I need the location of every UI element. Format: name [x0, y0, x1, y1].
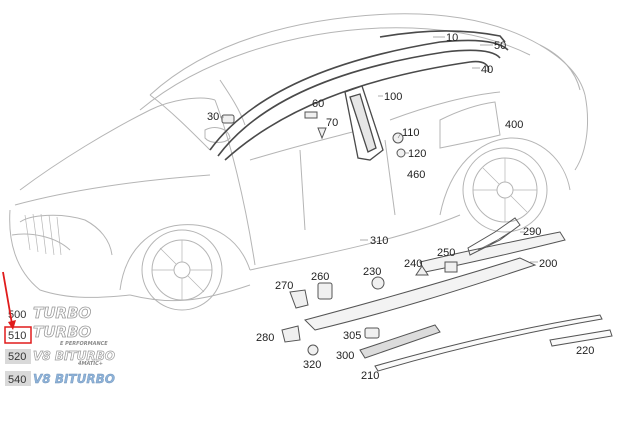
part-numbers: 10 50 40 30 60 70 100 110 120 400 460 31… [207, 32, 594, 382]
label-305: 305 [343, 330, 361, 342]
label-290: 290 [523, 226, 541, 238]
label-400: 400 [505, 119, 523, 131]
badge-highlight-box [4, 326, 32, 344]
badge-number-540: 540 [8, 374, 26, 386]
car-outline [9, 13, 589, 311]
label-280: 280 [256, 332, 274, 344]
label-270: 270 [275, 280, 293, 292]
clip-250-icon [444, 261, 458, 273]
clip-30-icon [221, 114, 235, 124]
badge-turbo-500: TURBO [33, 304, 91, 322]
clip-240-icon [415, 265, 429, 276]
badge-subtext-520: 4MATIC+ [78, 361, 103, 367]
badge-turbo-510: TURBO [33, 323, 91, 341]
label-320: 320 [303, 359, 321, 371]
badge-subtext-510: E PERFORMANCE [60, 341, 108, 347]
badge-v8-540: V8 BITURBO [33, 372, 115, 386]
label-60: 60 [312, 98, 324, 110]
label-240: 240 [404, 258, 422, 270]
badge-number-box-540 [5, 371, 31, 386]
badge-number-box-520 [5, 349, 31, 364]
label-200: 200 [539, 258, 557, 270]
label-40: 40 [481, 64, 493, 76]
badge-list: 500 TURBO 510 TURBO E PERFORMANCE 520 V8… [4, 304, 115, 386]
sill-bracket-290 [467, 217, 521, 256]
clip-280-icon [281, 325, 301, 343]
label-260: 260 [311, 271, 329, 283]
leader-lines [220, 36, 538, 263]
label-300: 300 [336, 350, 354, 362]
label-230: 230 [363, 266, 381, 278]
clip-260-icon [317, 282, 333, 300]
label-210: 210 [361, 370, 379, 382]
badge-v8-520: V8 BITURBO [33, 349, 115, 363]
label-30: 30 [207, 111, 219, 123]
badge-number-500: 500 [8, 309, 26, 321]
badge-number-510: 510 [8, 330, 26, 342]
label-120: 120 [408, 148, 426, 160]
clip-320-icon [307, 344, 319, 356]
label-50: 50 [494, 40, 506, 52]
badge-number-520: 520 [8, 351, 26, 363]
label-220: 220 [576, 345, 594, 357]
label-100: 100 [384, 91, 402, 103]
side-sill-panels [304, 231, 613, 372]
label-70: 70 [326, 117, 338, 129]
label-110: 110 [402, 127, 420, 139]
label-10: 10 [446, 32, 458, 44]
clip-270-icon [289, 289, 309, 309]
clip-230-icon [371, 276, 385, 290]
clip-70-icon [317, 127, 327, 140]
label-250: 250 [437, 247, 455, 259]
label-460: 460 [407, 169, 425, 181]
label-310: 310 [370, 235, 388, 247]
clip-120-icon [396, 148, 406, 158]
clip-60-icon [304, 111, 318, 119]
clip-305-icon [364, 327, 380, 339]
red-pointer-arrow-icon [2, 271, 16, 330]
b-pillar-trim [344, 85, 384, 161]
fastener-parts [221, 111, 458, 356]
roof-trim-strips [209, 30, 509, 161]
